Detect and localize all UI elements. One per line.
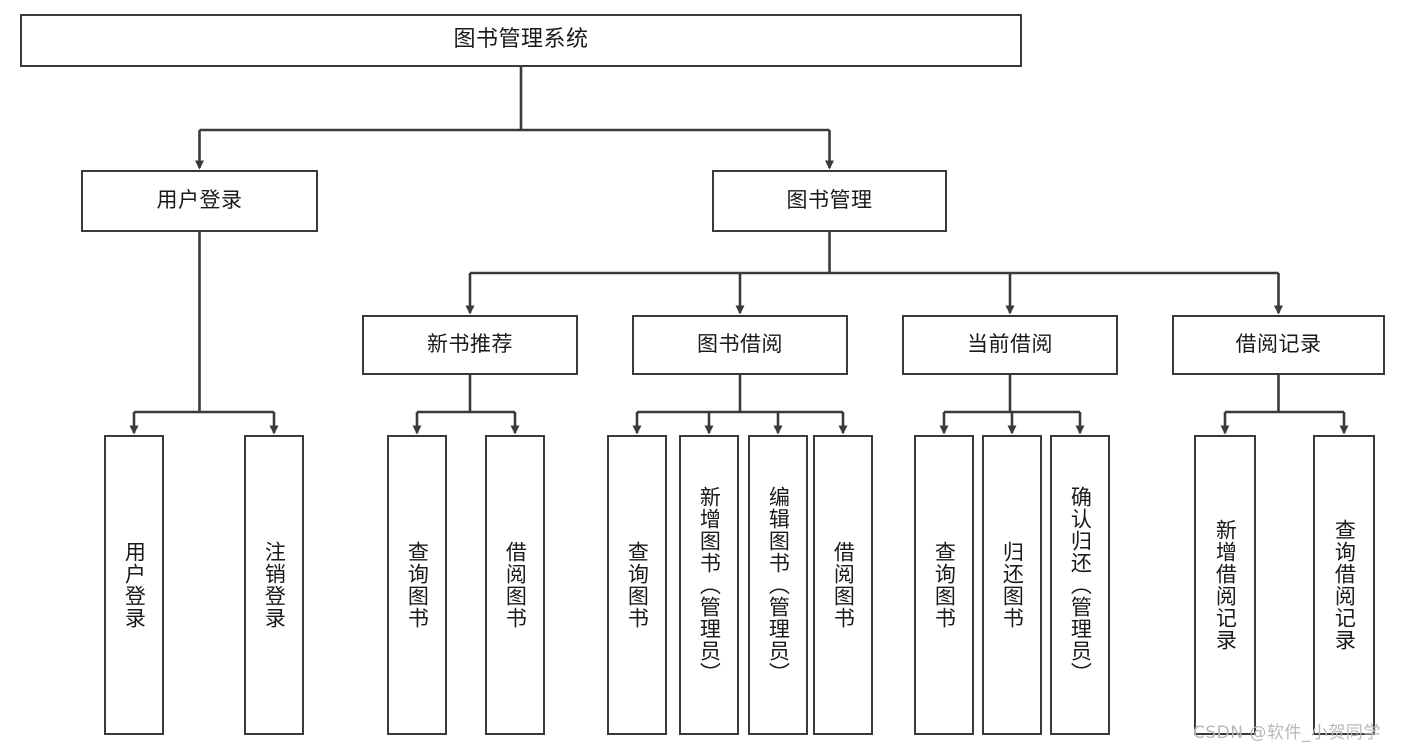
node-leaf-6[interactable]: 编辑图书（管理员） <box>748 435 808 735</box>
node-leaf-4-label: 查询图书 <box>625 541 650 629</box>
node-leaf-6-label: 编辑图书（管理员） <box>766 486 791 684</box>
node-leaf-3-label: 借阅图书 <box>503 541 528 629</box>
node-leaf-5[interactable]: 新增图书（管理员） <box>679 435 739 735</box>
node-level2-1-label: 图书借阅 <box>697 332 783 357</box>
node-leaf-1[interactable]: 注销登录 <box>244 435 304 735</box>
node-leaf-0[interactable]: 用户登录 <box>104 435 164 735</box>
node-level2-2[interactable]: 当前借阅 <box>902 315 1118 375</box>
node-leaf-8-label: 查询图书 <box>932 541 957 629</box>
node-leaf-4[interactable]: 查询图书 <box>607 435 667 735</box>
node-level1-0[interactable]: 用户登录 <box>81 170 318 232</box>
node-leaf-10-label: 确认归还（管理员） <box>1068 486 1093 684</box>
node-leaf-1-label: 注销登录 <box>262 541 287 629</box>
node-level2-0[interactable]: 新书推荐 <box>362 315 578 375</box>
node-level2-1[interactable]: 图书借阅 <box>632 315 848 375</box>
node-leaf-9-label: 归还图书 <box>1000 541 1025 629</box>
node-level2-3-label: 借阅记录 <box>1235 332 1322 357</box>
node-leaf-11-label: 新增借阅记录 <box>1213 519 1238 651</box>
node-leaf-8[interactable]: 查询图书 <box>914 435 974 735</box>
node-leaf-9[interactable]: 归还图书 <box>982 435 1042 735</box>
node-leaf-10[interactable]: 确认归还（管理员） <box>1050 435 1110 735</box>
node-level1-0-label: 用户登录 <box>156 188 243 213</box>
node-leaf-7[interactable]: 借阅图书 <box>813 435 873 735</box>
node-leaf-2[interactable]: 查询图书 <box>387 435 447 735</box>
node-leaf-7-label: 借阅图书 <box>831 541 856 629</box>
node-leaf-5-label: 新增图书（管理员） <box>697 486 722 684</box>
csdn-watermark: CSDN @软件_小贺同学 <box>1193 723 1381 743</box>
node-level2-0-label: 新书推荐 <box>427 332 513 357</box>
node-level1-1[interactable]: 图书管理 <box>712 170 947 232</box>
node-leaf-12[interactable]: 查询借阅记录 <box>1313 435 1375 735</box>
node-root-system[interactable]: 图书管理系统 <box>20 14 1022 67</box>
node-level1-1-label: 图书管理 <box>786 188 873 213</box>
node-leaf-3[interactable]: 借阅图书 <box>485 435 545 735</box>
node-leaf-11[interactable]: 新增借阅记录 <box>1194 435 1256 735</box>
node-level2-3[interactable]: 借阅记录 <box>1172 315 1385 375</box>
node-leaf-2-label: 查询图书 <box>405 541 430 629</box>
node-root-system-label: 图书管理系统 <box>453 27 589 53</box>
node-level2-2-label: 当前借阅 <box>967 332 1053 357</box>
node-leaf-0-label: 用户登录 <box>122 541 147 629</box>
node-leaf-12-label: 查询借阅记录 <box>1332 519 1357 651</box>
